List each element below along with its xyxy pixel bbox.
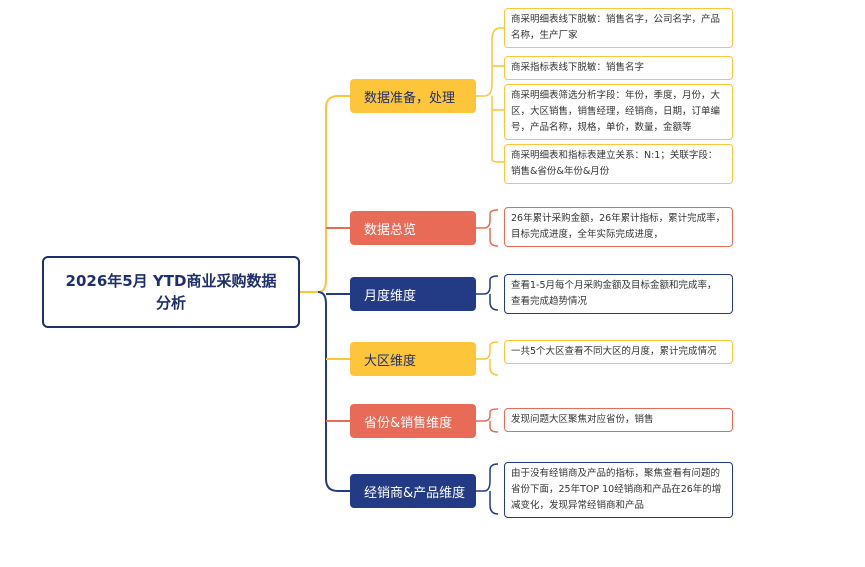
branch-dealer-product[interactable]: 经销商&产品维度 [350, 474, 476, 508]
branch-label: 经销商&产品维度 [364, 485, 466, 501]
branch-province-sales[interactable]: 省份&销售维度 [350, 404, 476, 438]
branch-data-preparation[interactable]: 数据准备，处理 [350, 79, 476, 113]
leaf-text: 商采明细表和指标表建立关系：N:1；关联字段：销售&省份&年份&月份 [511, 150, 718, 177]
leaf-text: 查看1-5月每个月采购金额及目标金额和完成率，查看完成趋势情况 [511, 280, 717, 307]
leaf-region-detail[interactable]: 一共5个大区查看不同大区的月度，累计完成情况 [504, 340, 733, 364]
leaf-build-relation[interactable]: 商采明细表和指标表建立关系：N:1；关联字段：销售&省份&年份&月份 [504, 144, 733, 184]
branch-label: 数据总览 [364, 222, 417, 238]
branch-monthly[interactable]: 月度维度 [350, 277, 476, 311]
leaf-province-detail[interactable]: 发现问题大区聚焦对应省份，销售 [504, 408, 733, 432]
root-node[interactable]: 2026年5月 YTD商业采购数据分析 [42, 256, 300, 328]
leaf-text: 一共5个大区查看不同大区的月度，累计完成情况 [511, 346, 717, 357]
leaf-text: 商采指标表线下脱敏：销售名字 [511, 62, 645, 73]
leaf-text: 26年累计采购金额，26年累计指标，累计完成率，目标完成进度，全年实际完成进度， [511, 213, 726, 240]
leaf-text: 发现问题大区聚焦对应省份，销售 [511, 414, 654, 425]
leaf-desensitize-target[interactable]: 商采指标表线下脱敏：销售名字 [504, 56, 733, 80]
branch-region[interactable]: 大区维度 [350, 342, 476, 376]
branch-label: 数据准备，处理 [364, 90, 456, 106]
branch-label: 省份&销售维度 [364, 415, 453, 431]
branch-label: 大区维度 [364, 353, 417, 369]
leaf-desensitize-detail[interactable]: 商采明细表线下脱敏：销售名字，公司名字，产品名称，生产厂家 [504, 8, 733, 48]
leaf-dealer-detail[interactable]: 由于没有经销商及产品的指标，聚焦查看有问题的省份下面，25年TOP 10经销商和… [504, 462, 733, 518]
leaf-text: 由于没有经销商及产品的指标，聚焦查看有问题的省份下面，25年TOP 10经销商和… [511, 468, 722, 511]
branch-label: 月度维度 [364, 288, 417, 304]
leaf-filter-fields[interactable]: 商采明细表筛选分析字段：年份，季度，月份，大区，大区销售，销售经理，经销商，日期… [504, 84, 733, 140]
branch-data-overview[interactable]: 数据总览 [350, 211, 476, 245]
root-title: 2026年5月 YTD商业采购数据分析 [65, 272, 277, 312]
leaf-overview-metrics[interactable]: 26年累计采购金额，26年累计指标，累计完成率，目标完成进度，全年实际完成进度， [504, 207, 733, 247]
leaf-text: 商采明细表线下脱敏：销售名字，公司名字，产品名称，生产厂家 [511, 14, 721, 41]
leaf-text: 商采明细表筛选分析字段：年份，季度，月份，大区，大区销售，销售经理，经销商，日期… [511, 90, 721, 133]
leaf-monthly-detail[interactable]: 查看1-5月每个月采购金额及目标金额和完成率，查看完成趋势情况 [504, 274, 733, 314]
